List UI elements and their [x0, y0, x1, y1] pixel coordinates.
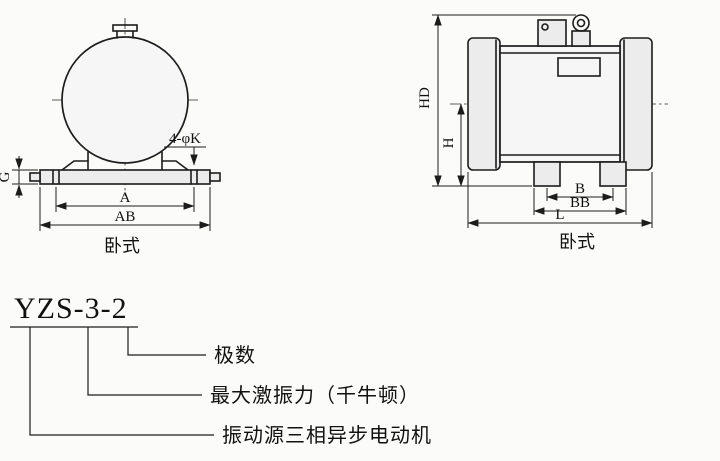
front-view: G 4-φK A AB 卧式 [0, 18, 221, 257]
eyebolt-base [571, 30, 591, 47]
dim-label-hd: HD [417, 87, 433, 109]
lifting-eyebolt-ring [572, 14, 590, 32]
end-cap-flange-lines [495, 39, 625, 169]
front-view-caption: 卧式 [104, 236, 140, 257]
base-plate [39, 169, 211, 185]
foot-left [533, 161, 561, 187]
l-extension-lines [467, 172, 653, 228]
model-designation: YZS-3-2 极数 最大激振力（千牛顿） 振动源三相异步电动机 [10, 292, 432, 447]
callout-leader-source [29, 327, 214, 436]
dim-label-b: B [575, 181, 585, 197]
nameplate [557, 57, 601, 77]
dim-label-a: A [120, 190, 131, 206]
foot-gusset-left [61, 160, 89, 171]
dim-label-ab: AB [115, 209, 136, 225]
terminal-box-screw [541, 23, 549, 31]
side-view: HD H B BB L 卧式 [417, 14, 668, 253]
terminal-box [537, 19, 567, 47]
callout-leader-poles [127, 327, 206, 356]
foot-slot-right [190, 169, 198, 185]
dim-label-bb: BB [570, 195, 590, 211]
callout-label-force: 最大激振力（千牛顿） [210, 383, 420, 407]
top-cap-stems [116, 30, 134, 39]
top-cap-plate [112, 24, 138, 32]
base-tab-left [29, 172, 41, 182]
callout-label-poles: 极数 [214, 343, 256, 367]
foot-gusset-right [161, 160, 189, 171]
callout-leader-force [87, 327, 202, 396]
callout-label-source: 振动源三相异步电动机 [222, 423, 432, 447]
lifting-eyebolt-hole [576, 18, 586, 28]
g-extension-lines [12, 169, 38, 185]
base-tab-right [209, 172, 221, 182]
hd-extension-lines [432, 14, 576, 187]
side-view-caption: 卧式 [559, 232, 595, 253]
dim-label-holes: 4-φK [169, 131, 201, 147]
model-code: YZS-3-2 [14, 292, 128, 325]
dim-label-g: G [0, 171, 13, 182]
dim-label-h: H [441, 137, 457, 148]
motor-housing [499, 45, 621, 163]
foot-slot-left [52, 169, 60, 185]
motor-body-circle [61, 36, 189, 164]
dim-label-l: L [555, 207, 564, 223]
foot-right [599, 161, 627, 187]
